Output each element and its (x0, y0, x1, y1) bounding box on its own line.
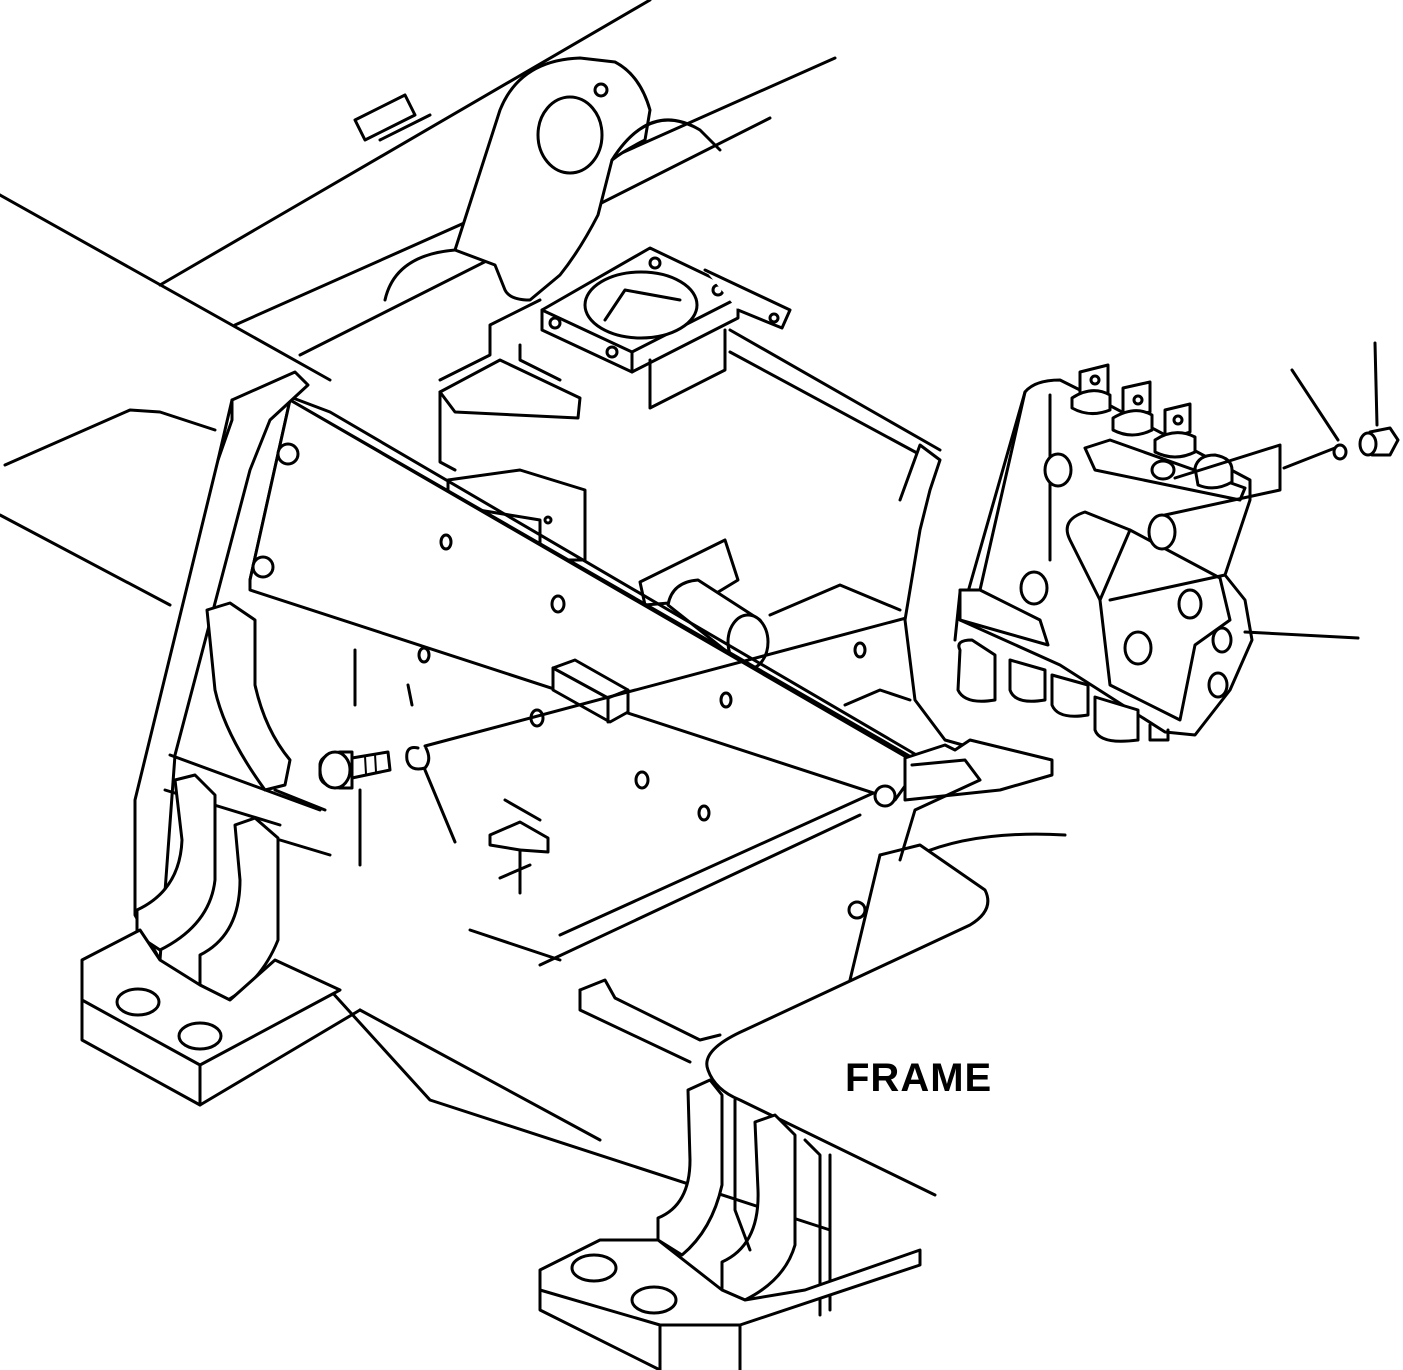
right-foot (538, 1238, 922, 1370)
cap-nut (1358, 426, 1400, 457)
left-bolt (318, 750, 392, 867)
control-valve (953, 363, 1254, 743)
pivot-bracket (353, 56, 722, 302)
frame-label: FRAME (845, 1056, 993, 1100)
mounting-flange (518, 246, 792, 410)
left-bracket (133, 370, 322, 1002)
left-foot (80, 928, 362, 1107)
frame-rails (0, 0, 942, 1232)
callout-lines (1163, 341, 1379, 640)
side-plate (248, 393, 927, 920)
frame-plate (705, 443, 1067, 1197)
rail-notch (578, 978, 722, 1064)
cross-member (438, 298, 912, 707)
